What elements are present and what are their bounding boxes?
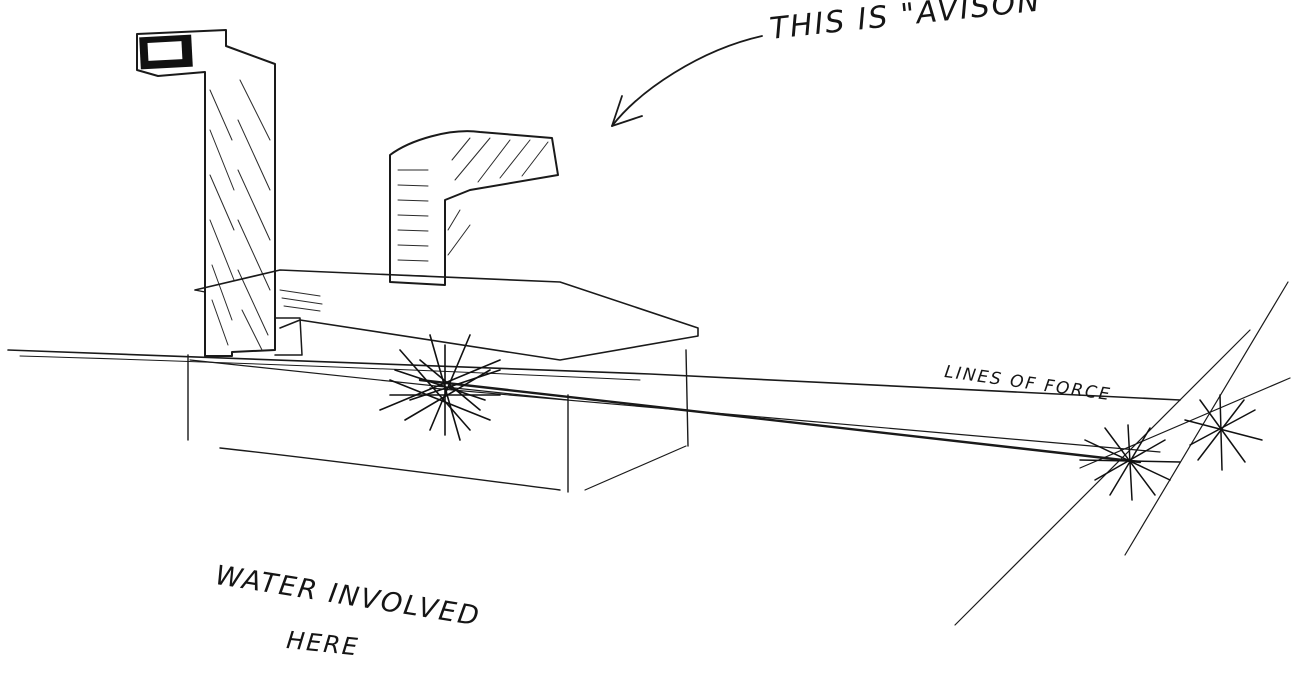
short-structure-hatching [397,137,549,277]
starburst-left [379,334,501,441]
ground-line [7,349,1181,401]
platform-slab [194,269,699,361]
tall-structure-hatching [209,79,271,351]
platform-hatching [279,289,323,312]
starburst-right-2 [1184,394,1263,471]
starburst-right-1 [1079,424,1181,501]
underwater-box [187,349,689,493]
short-structure [389,130,559,286]
force-lines [418,281,1291,626]
annotation-arrow [611,35,763,127]
tall-structure [136,29,303,357]
